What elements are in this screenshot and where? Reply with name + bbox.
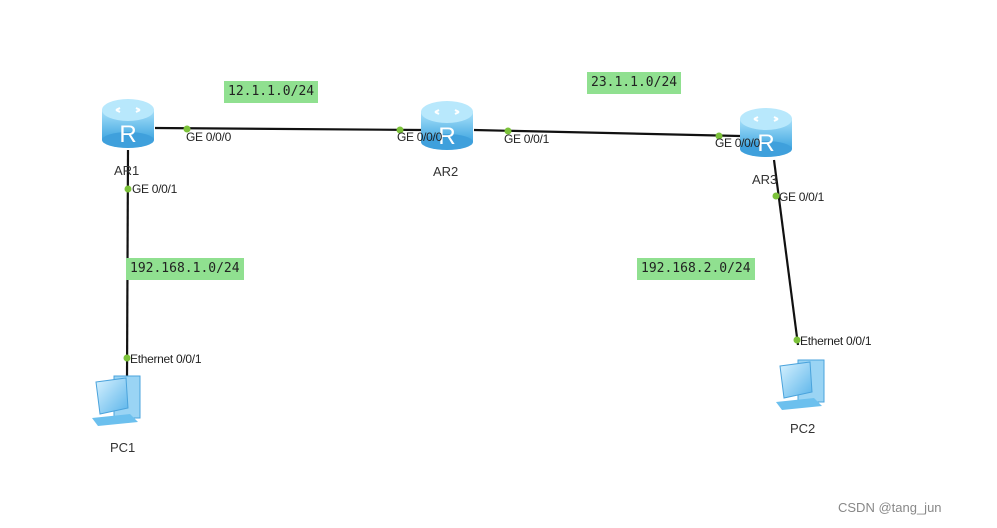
port-dot [793,336,801,344]
link-ar2-ar3 [473,128,741,138]
port-dot [183,125,191,133]
device-label-ar2: AR2 [433,164,459,179]
device-label-ar1: AR1 [114,163,140,178]
port-dot [504,127,512,135]
device-label-ar3: AR3 [752,172,778,187]
network-label-23: 23.1.1.0/24 [587,72,682,94]
port-dot [715,132,723,140]
port-label: GE 0/0/0 [715,136,760,150]
watermark: CSDN @tang_jun [838,500,942,515]
device-label-pc2: PC2 [790,421,816,436]
port-label: Ethernet 0/0/1 [130,352,202,366]
network-label-12: 12.1.1.0/24 [224,81,319,103]
port-dot [772,192,780,200]
port-label: Ethernet 0/0/1 [800,334,872,348]
pc2-icon[interactable] [775,359,825,411]
pc1-icon[interactable] [91,375,141,427]
port-label: GE 0/0/0 [186,130,231,144]
link-ar1-ar2 [154,126,423,132]
port-label: GE 0/0/0 [397,130,442,144]
port-label: GE 0/0/1 [504,132,549,146]
link-ar3-pc2 [772,159,800,346]
port-dot [124,185,132,193]
network-label-192-1: 192.168.1.0/24 [126,258,244,280]
port-dot [123,354,131,362]
device-label-pc1: PC1 [110,440,136,455]
router-ar1-icon[interactable] [101,98,155,149]
port-dot [396,126,404,134]
network-label-192-2: 192.168.2.0/24 [637,258,755,280]
port-label: GE 0/0/1 [779,190,824,204]
port-label: GE 0/0/1 [132,182,177,196]
